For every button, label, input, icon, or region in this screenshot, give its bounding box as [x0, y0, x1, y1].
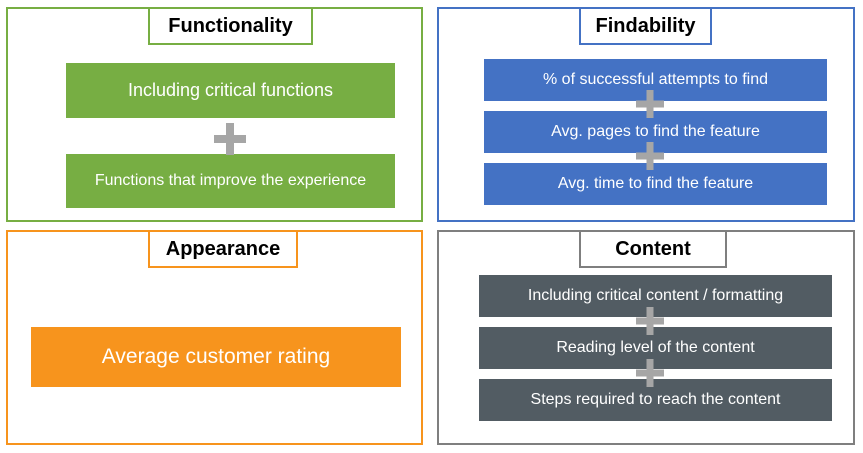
content-item-reading: Reading level of the content — [479, 327, 832, 369]
findability-item-time: Avg. time to find the feature — [484, 163, 827, 205]
functionality-item-experience: Functions that improve the experience — [66, 154, 395, 208]
plus-icon — [636, 307, 664, 335]
appearance-item-rating: Average customer rating — [31, 327, 401, 387]
findability-item-attempts: % of successful attempts to find — [484, 59, 827, 101]
functionality-title: Functionality — [148, 7, 313, 45]
content-item-critical: Including critical content / formatting — [479, 275, 832, 317]
plus-icon — [214, 123, 246, 155]
plus-icon — [636, 142, 664, 170]
appearance-title: Appearance — [148, 230, 298, 268]
plus-icon — [636, 90, 664, 118]
findability-title: Findability — [579, 7, 712, 45]
plus-icon — [636, 359, 664, 387]
content-item-steps: Steps required to reach the content — [479, 379, 832, 421]
content-title: Content — [579, 230, 727, 268]
functionality-item-critical: Including critical functions — [66, 63, 395, 118]
findability-item-pages: Avg. pages to find the feature — [484, 111, 827, 153]
